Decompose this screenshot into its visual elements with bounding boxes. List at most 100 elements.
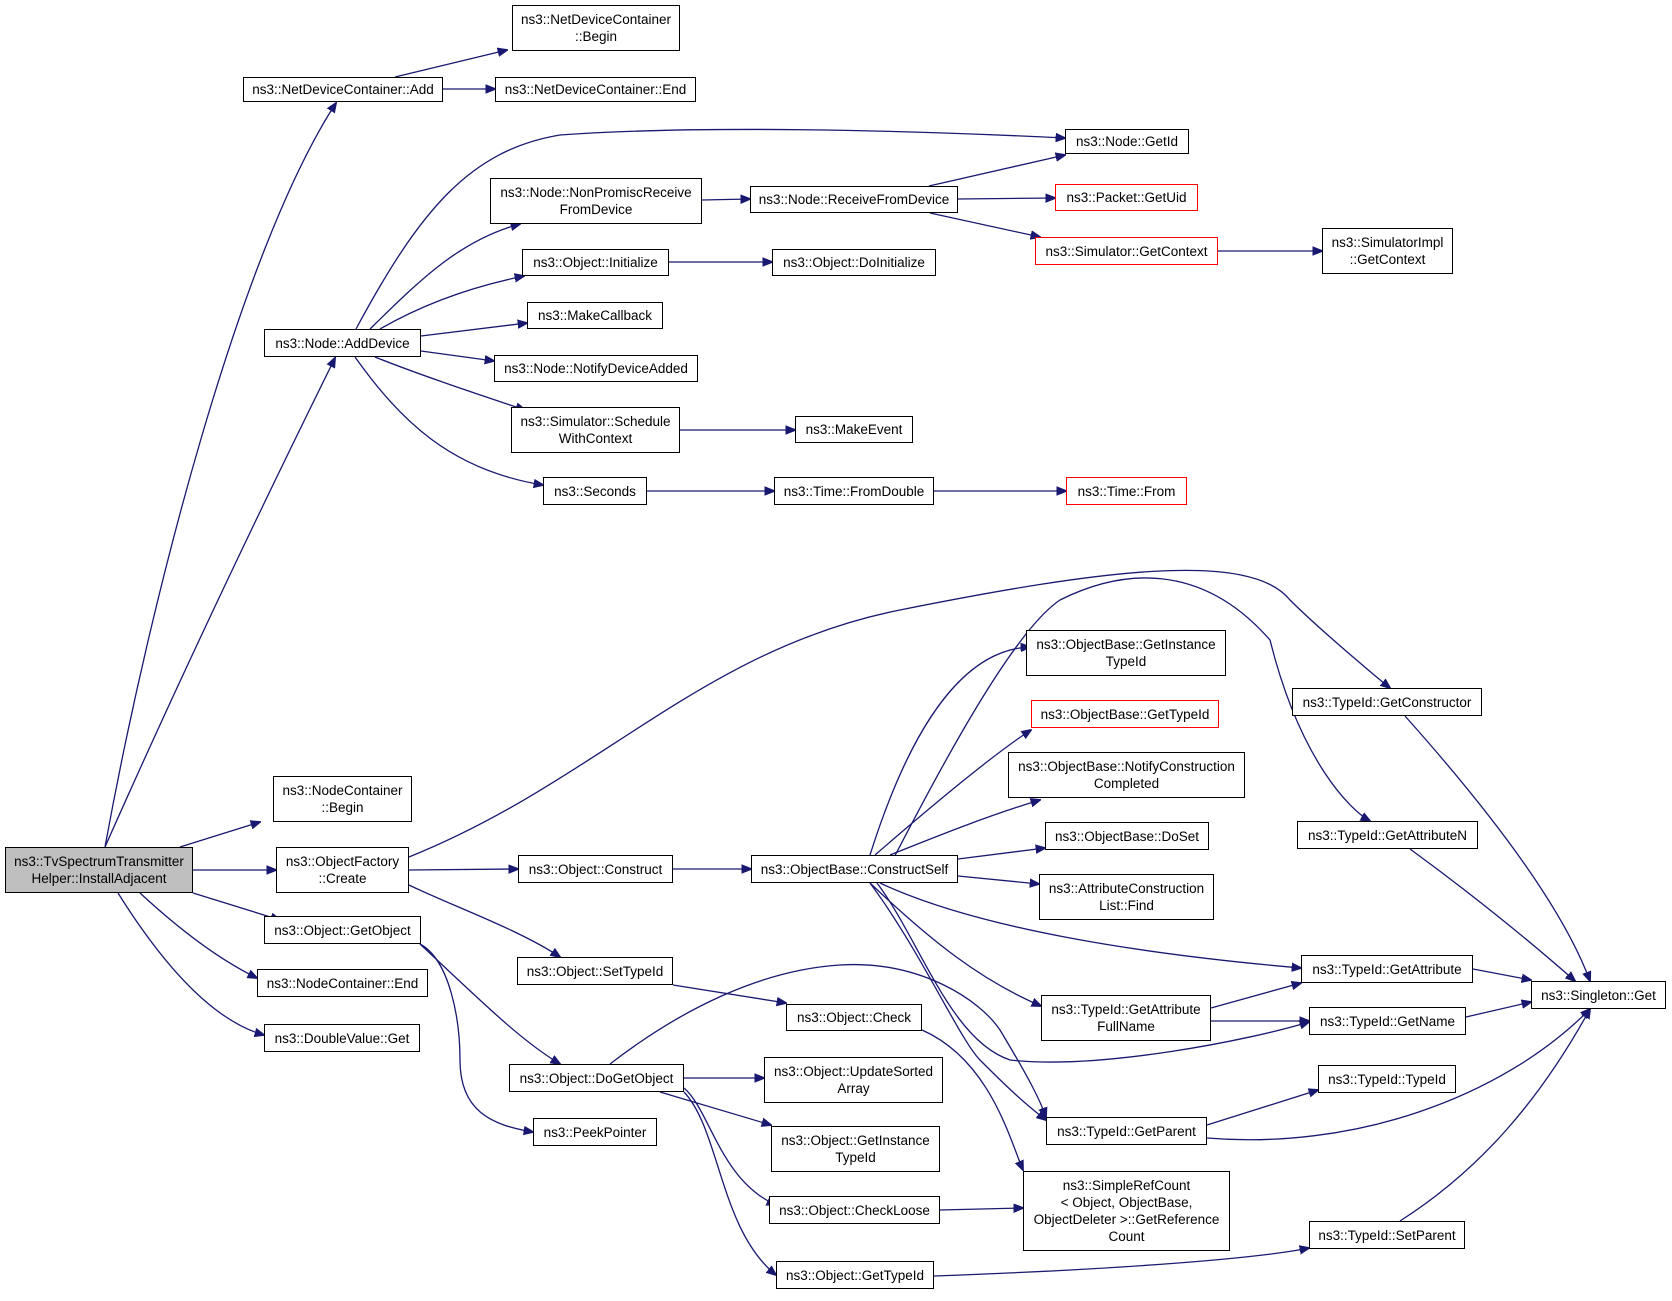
call-edge-0 <box>104 103 336 848</box>
call-edge-32 <box>957 848 1045 860</box>
node-objectbase-notifyconstructioncompleted[interactable]: ns3::ObjectBase::NotifyConstruction Comp… <box>1008 752 1245 798</box>
node-netdevicecontainer-add[interactable]: ns3::NetDeviceContainer::Add <box>243 77 443 102</box>
call-edge-35 <box>869 882 1041 1006</box>
call-edge-11 <box>379 276 524 330</box>
node-seconds[interactable]: ns3::Seconds <box>543 477 647 505</box>
call-edge-18 <box>957 198 1055 199</box>
call-edge-10 <box>369 224 520 330</box>
node-peekpointer[interactable]: ns3::PeekPointer <box>533 1118 657 1146</box>
node-object-gettypeid[interactable]: ns3::Object::GetTypeId <box>776 1261 934 1289</box>
call-edge-49 <box>419 943 533 1132</box>
call-edge-1 <box>104 358 335 848</box>
call-edge-39 <box>1210 983 1301 1009</box>
node-object-settypeid[interactable]: ns3::Object::SetTypeId <box>517 957 673 985</box>
call-edge-33 <box>957 875 1039 884</box>
node-object-checkloose[interactable]: ns3::Object::CheckLoose <box>769 1196 940 1224</box>
call-edge-48 <box>419 943 560 1064</box>
node-root-installadjacent: ns3::TvSpectrumTransmitter Helper::Insta… <box>5 847 193 893</box>
call-edge-46 <box>1399 1009 1590 1222</box>
node-objectbase-constructself[interactable]: ns3::ObjectBase::ConstructSelf <box>751 855 958 883</box>
call-edge-51 <box>921 1029 1023 1170</box>
call-edge-47 <box>1206 1090 1318 1126</box>
call-edge-30 <box>874 730 1031 856</box>
node-object-getobject[interactable]: ns3::Object::GetObject <box>264 916 421 944</box>
node-object-getinstancetypeid[interactable]: ns3::Object::GetInstance TypeId <box>771 1126 940 1172</box>
call-edge-17 <box>928 155 1065 187</box>
call-edge-36 <box>869 882 1046 1120</box>
node-node-getid[interactable]: ns3::Node::GetId <box>1065 129 1189 154</box>
call-edge-7 <box>394 50 507 78</box>
node-node-notifydeviceadded[interactable]: ns3::Node::NotifyDeviceAdded <box>494 355 698 382</box>
call-edge-16 <box>701 199 750 200</box>
call-edge-25 <box>408 569 1390 858</box>
node-node-receivefromdevice[interactable]: ns3::Node::ReceiveFromDevice <box>750 186 958 213</box>
call-edge-57 <box>933 1248 1309 1277</box>
call-edge-38 <box>876 882 1309 1063</box>
node-typeid-getattributefullname[interactable]: ns3::TypeId::GetAttribute FullName <box>1041 995 1211 1041</box>
node-makecallback[interactable]: ns3::MakeCallback <box>527 302 663 329</box>
call-edge-12 <box>420 323 527 337</box>
call-edge-27 <box>408 884 560 957</box>
node-typeid-getconstructor[interactable]: ns3::TypeId::GetConstructor <box>1292 688 1482 716</box>
call-edge-55 <box>683 1091 776 1275</box>
call-edge-6 <box>117 892 264 1035</box>
node-makeevent[interactable]: ns3::MakeEvent <box>795 416 913 443</box>
call-edge-53 <box>659 1091 771 1125</box>
call-edge-26 <box>408 869 518 870</box>
node-nodecontainer-end[interactable]: ns3::NodeContainer::End <box>257 969 428 997</box>
node-netdevicecontainer-begin[interactable]: ns3::NetDeviceContainer ::Begin <box>512 5 680 51</box>
call-edge-34 <box>879 882 1301 968</box>
call-edge-2 <box>179 822 260 848</box>
node-typeid-getattributen[interactable]: ns3::TypeId::GetAttributeN <box>1297 821 1478 849</box>
node-nodecontainer-begin[interactable]: ns3::NodeContainer ::Begin <box>273 776 412 822</box>
node-simplerefcount-getreferencecount[interactable]: ns3::SimpleRefCount < Object, ObjectBase… <box>1023 1171 1230 1251</box>
node-singleton-get[interactable]: ns3::Singleton::Get <box>1531 981 1666 1009</box>
node-typeid-getparent[interactable]: ns3::TypeId::GetParent <box>1046 1117 1207 1145</box>
call-edge-9 <box>355 128 1065 330</box>
node-typeid-getattribute[interactable]: ns3::TypeId::GetAttribute <box>1301 955 1473 983</box>
call-edge-54 <box>683 1087 776 1205</box>
call-edge-4 <box>192 892 280 920</box>
node-object-doinitialize[interactable]: ns3::Object::DoInitialize <box>772 249 936 276</box>
node-typeid-typeid[interactable]: ns3::TypeId::TypeId <box>1318 1065 1456 1093</box>
call-edge-5 <box>139 892 257 978</box>
node-packet-getuid[interactable]: ns3::Packet::GetUid <box>1055 184 1198 211</box>
call-edge-13 <box>420 350 494 361</box>
node-time-from[interactable]: ns3::Time::From <box>1066 477 1187 505</box>
call-edge-56 <box>939 1208 1023 1210</box>
node-objectbase-doset[interactable]: ns3::ObjectBase::DoSet <box>1045 822 1209 850</box>
node-object-initialize[interactable]: ns3::Object::Initialize <box>522 249 669 276</box>
call-edge-14 <box>374 356 525 410</box>
node-attributeconstructionlist-find[interactable]: ns3::AttributeConstruction List::Find <box>1039 874 1214 920</box>
node-object-dogetobject[interactable]: ns3::Object::DoGetObject <box>509 1064 684 1092</box>
call-edge-43 <box>1404 715 1590 981</box>
node-doublevalue-get[interactable]: ns3::DoubleValue::Get <box>264 1024 420 1052</box>
call-edge-29 <box>869 647 1030 856</box>
node-simulator-schedulewithcontext[interactable]: ns3::Simulator::Schedule WithContext <box>511 407 680 453</box>
call-edge-42 <box>1465 1002 1531 1018</box>
call-edge-19 <box>929 212 1040 237</box>
node-simulatorimpl-getcontext[interactable]: ns3::SimulatorImpl ::GetContext <box>1322 228 1453 274</box>
call-edge-31 <box>889 800 1040 856</box>
call-edge-41 <box>1472 968 1531 980</box>
call-edge-58 <box>609 963 1046 1117</box>
node-objectbase-getinstancetypeid[interactable]: ns3::ObjectBase::GetInstance TypeId <box>1026 630 1226 676</box>
node-objectbase-gettypeid[interactable]: ns3::ObjectBase::GetTypeId <box>1031 700 1219 728</box>
node-object-check[interactable]: ns3::Object::Check <box>786 1004 922 1031</box>
node-netdevicecontainer-end[interactable]: ns3::NetDeviceContainer::End <box>495 77 696 102</box>
call-edge-15 <box>354 356 543 485</box>
call-edge-45 <box>1206 1009 1590 1141</box>
node-typeid-getname[interactable]: ns3::TypeId::GetName <box>1309 1007 1466 1035</box>
node-object-construct[interactable]: ns3::Object::Construct <box>518 855 673 883</box>
call-edge-44 <box>1409 848 1575 981</box>
node-node-adddevice[interactable]: ns3::Node::AddDevice <box>264 329 421 357</box>
call-edge-50 <box>672 984 786 1003</box>
node-objectfactory-create[interactable]: ns3::ObjectFactory ::Create <box>276 847 409 893</box>
node-time-fromdouble[interactable]: ns3::Time::FromDouble <box>774 477 934 505</box>
node-object-updatesortedarray[interactable]: ns3::Object::UpdateSorted Array <box>764 1057 943 1103</box>
node-node-nonpromisc[interactable]: ns3::Node::NonPromiscReceive FromDevice <box>490 178 702 224</box>
node-typeid-setparent[interactable]: ns3::TypeId::SetParent <box>1309 1221 1465 1249</box>
node-simulator-getcontext[interactable]: ns3::Simulator::GetContext <box>1035 237 1218 265</box>
